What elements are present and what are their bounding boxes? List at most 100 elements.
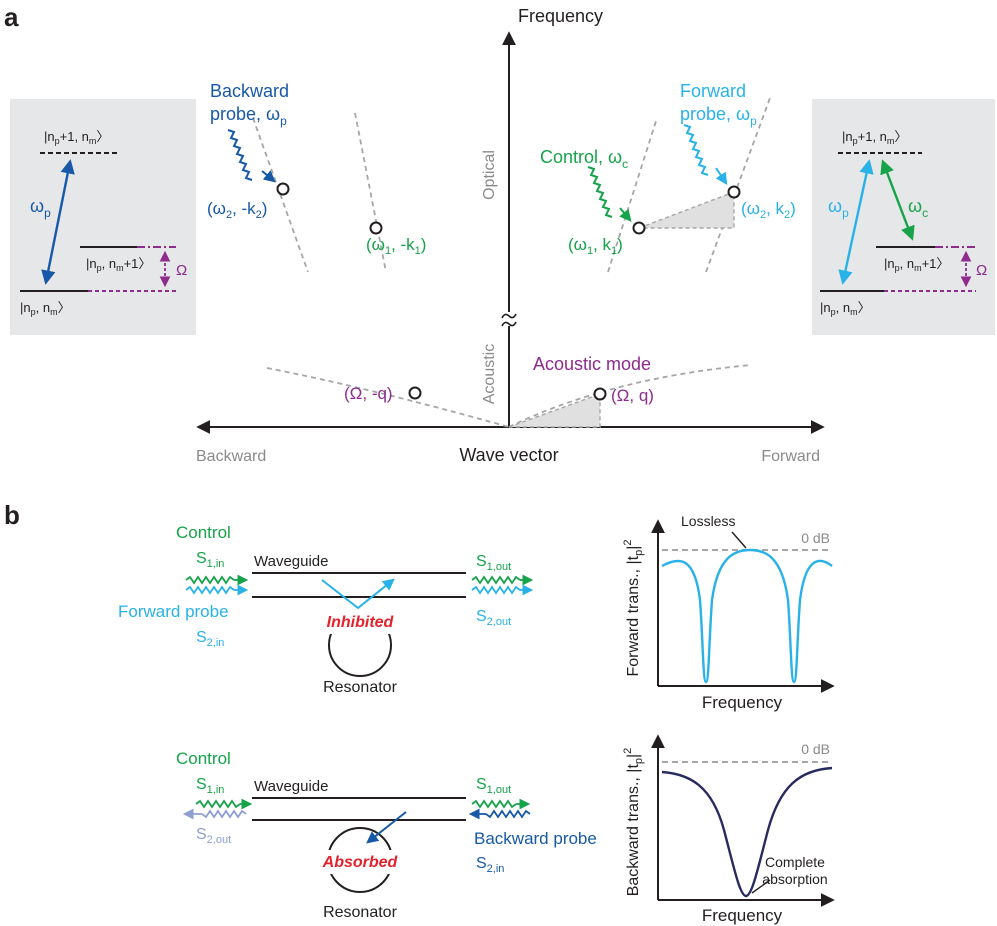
top-s1in-label: S1,in: [196, 550, 224, 570]
bottom-s1in-label: S1,in: [196, 776, 224, 796]
acoustic-mode-label: Acoustic mode: [533, 354, 651, 374]
top-forward-probe-label: Forward probe: [118, 602, 229, 621]
bwd-complete-pointer: [751, 879, 771, 894]
label-w2-k2: (ω2, k2): [741, 199, 796, 221]
top-control-out-wave: [471, 575, 521, 585]
label-omega-q: (Ω, q): [611, 386, 654, 405]
control-label: Control, ωc: [540, 147, 628, 171]
top-s2in-label: S2,in: [196, 629, 224, 649]
mode-point-omega-negq: [408, 386, 422, 400]
mode-point-w1-negk1: [369, 221, 383, 235]
backward-probe-label-2: probe, ωp: [210, 104, 287, 128]
wave-vector-label: Wave vector: [459, 445, 558, 465]
left-state-mid: |np, nm+1〉: [86, 256, 151, 273]
panel-b-letter: b: [4, 500, 20, 530]
right-state-bot: |np, nm〉: [820, 300, 871, 317]
bwd-0db-label: 0 dB: [801, 741, 830, 757]
control-arrow: [619, 207, 632, 222]
right-omega-c-arrow: [880, 159, 915, 241]
right-omega-p-arrow: [838, 159, 874, 285]
backward-label: Backward: [196, 448, 266, 465]
top-resonator-label: Resonator: [323, 679, 397, 696]
top-label-backdrop: [322, 610, 400, 634]
axis-break-mark-bottom: [501, 321, 517, 327]
forward-schematic: Control S1,in Waveguide S1,out S2,out Fo…: [118, 523, 534, 696]
optical-label: Optical: [481, 150, 498, 200]
control-photon: [587, 166, 613, 218]
bottom-s1out-label: S1,out: [476, 776, 511, 796]
acoustic-phase-triangle: [508, 393, 601, 428]
mode-point-w2-k2: [727, 185, 741, 199]
bwd-complete-label-1: Complete: [765, 854, 825, 870]
mode-point-w1-k1: [632, 221, 646, 235]
mode-point-omega-q: [593, 387, 607, 401]
right-state-top: |np+1, nm〉: [842, 129, 907, 146]
fwd-xlabel: Frequency: [702, 693, 783, 712]
top-inhibited-label: Inhibited: [327, 614, 395, 631]
left-omega-p-arrow: [41, 159, 75, 285]
forward-transmission-plot: 0 dB Lossless Frequency Forward trans., …: [622, 513, 835, 712]
bottom-s2out-wave: [201, 809, 247, 819]
left-state-top: |np+1, nm〉: [44, 129, 109, 146]
backward-transmission-plot: 0 dB Complete absorption Frequency Backw…: [622, 734, 835, 925]
left-level-diagram: |np+1, nm〉 |np, nm+1〉 |np, nm〉 ωp Ω: [10, 99, 196, 335]
backward-schematic: Control S1,in Waveguide S2,out S1,out Ba…: [176, 749, 597, 921]
top-waveguide-label: Waveguide: [254, 553, 329, 570]
panel-a-letter: a: [4, 2, 19, 32]
right-level-diagram: |np+1, nm〉 |np, nm+1〉 |np, nm〉 ωp ωc Ω: [812, 99, 995, 335]
bottom-control-in-wave: [195, 799, 241, 809]
label-w1-k1: (ω1, k1): [568, 235, 623, 257]
bottom-control-out-wave: [471, 799, 517, 809]
backward-probe-photon: [227, 129, 253, 181]
bottom-resonator-label: Resonator: [323, 904, 397, 921]
mode-point-w2-negk2: [276, 182, 290, 196]
acoustic-label: Acoustic: [481, 344, 498, 404]
left-level-panel: [10, 99, 196, 335]
left-state-bot: |np, nm〉: [20, 300, 71, 317]
top-probe-in-wave: [185, 585, 235, 595]
right-state-mid: |np, nm+1〉: [884, 256, 949, 273]
fwd-transmission-curve: [661, 548, 833, 684]
forward-probe-label-1: Forward: [680, 81, 746, 101]
top-control-label: Control: [176, 523, 231, 542]
bwd-ylabel: Backward trans., |tp|2: [622, 748, 645, 897]
optical-phase-triangle: [638, 190, 735, 229]
forward-probe-label-2: probe, ωp: [680, 104, 757, 128]
top-inhibited-scatter-arrow: [321, 578, 395, 610]
bottom-absorbed-label: Absorbed: [322, 854, 399, 871]
top-probe-out-wave: [471, 585, 521, 595]
label-w1-negk1: (ω1, -k1): [366, 235, 426, 257]
top-control-in-wave: [185, 575, 235, 585]
right-omega-p-label: ωp: [828, 196, 849, 220]
acoustic-dispersion-forward: [508, 364, 752, 428]
right-omega-label: Ω: [976, 262, 987, 279]
forward-probe-photon: [683, 124, 709, 176]
bottom-control-label: Control: [176, 749, 231, 768]
optical-dispersion-lines: [252, 97, 771, 273]
bwd-complete-label-2: absorption: [762, 871, 827, 887]
bottom-s2in-label: S2,in: [476, 855, 504, 875]
frequency-axis-label: Frequency: [518, 6, 603, 26]
label-w2-negk2: (ω2, -k2): [207, 199, 267, 221]
top-s2out-label: S2,out: [476, 608, 511, 628]
fwd-0db-label: 0 dB: [801, 530, 830, 546]
bottom-s2out-label: S2,out: [196, 826, 231, 846]
forward-probe-arrow: [715, 167, 728, 185]
axis-break-mark-top: [501, 313, 517, 319]
bottom-probe-in-wave: [485, 809, 531, 819]
forward-label: Forward: [761, 448, 820, 465]
top-s1out-label: S1,out: [476, 553, 511, 573]
bwd-transmission-curve: [661, 766, 833, 898]
right-omega-c-label: ωc: [908, 196, 928, 220]
fwd-lossless-label: Lossless: [681, 513, 735, 529]
bottom-label-backdrop: [318, 850, 402, 874]
bwd-xlabel: Frequency: [702, 906, 783, 925]
fwd-lossless-pointer: [731, 531, 747, 549]
fwd-ylabel: Forward trans., |tp|2: [622, 539, 645, 676]
left-omega-label: Ω: [176, 262, 187, 279]
backward-probe-arrow: [261, 170, 276, 183]
bottom-waveguide-label: Waveguide: [254, 778, 329, 795]
label-omega-negq: (Ω, -q): [344, 384, 393, 403]
left-omega-p-label: ωp: [30, 196, 51, 220]
